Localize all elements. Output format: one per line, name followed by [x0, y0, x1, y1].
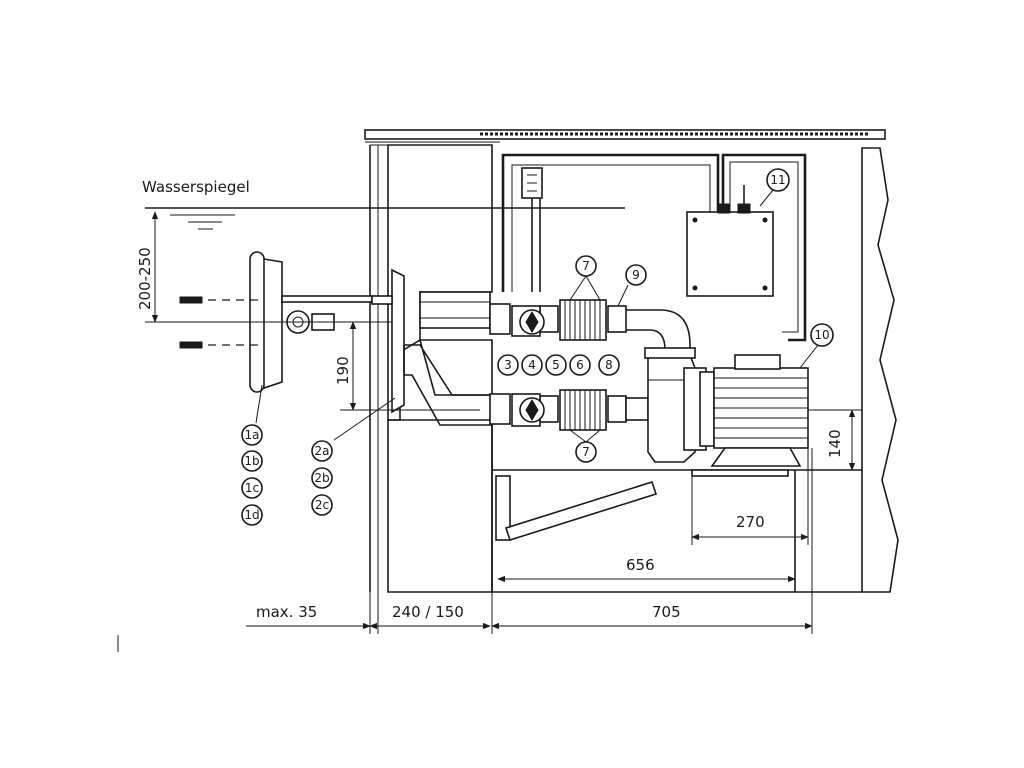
dim-190: 190	[334, 356, 352, 385]
callout-2c: 2c	[315, 498, 329, 512]
callout-1c: 1c	[245, 481, 259, 495]
upper-pipe	[419, 291, 691, 360]
dimension-lines	[117, 211, 862, 652]
callout-6: 6	[576, 358, 584, 372]
suction-pipe	[403, 344, 492, 426]
control-box	[686, 153, 807, 342]
callout-1d: 1d	[244, 508, 259, 522]
floor	[491, 420, 862, 593]
callout-8: 8	[605, 358, 613, 372]
lower-valve	[511, 393, 545, 427]
vent-pipe	[501, 153, 720, 292]
water-level: Wasserspiegel	[142, 178, 625, 230]
lower-pipe	[489, 393, 649, 425]
callout-2a: 2a	[315, 444, 330, 458]
dim-depth-range: 200-250	[136, 247, 154, 310]
dim-705: 705	[652, 603, 681, 621]
callout-9: 9	[632, 268, 640, 282]
dim-656: 656	[626, 556, 655, 574]
dim-max-wall: max. 35	[256, 603, 317, 621]
leader-lines	[255, 189, 819, 443]
callout-7-top: 7	[582, 259, 590, 273]
water-level-label: Wasserspiegel	[142, 178, 250, 196]
pipe-support	[495, 469, 796, 592]
wall-flange	[371, 268, 405, 414]
pool-wall	[369, 144, 493, 593]
dimension-labels: 200-250 190 140 270 656 max. 35 240 / 15…	[136, 247, 844, 621]
dim-wall-thickness: 240 / 150	[392, 603, 464, 621]
callout-2b: 2b	[314, 471, 329, 485]
callouts: 1a 1b 1c 1d 2a 2b 2c 3 4 5 6 8 7 7 9 10 …	[241, 168, 834, 526]
callout-7-bottom: 7	[582, 445, 590, 459]
dim-140: 140	[826, 429, 844, 458]
callout-1a: 1a	[245, 428, 260, 442]
callout-10: 10	[814, 328, 829, 342]
callout-11: 11	[770, 173, 785, 187]
upper-compensator	[559, 299, 607, 341]
right-wall	[861, 147, 899, 593]
electric-motor	[710, 354, 809, 467]
callout-4: 4	[528, 358, 536, 372]
dim-270: 270	[736, 513, 765, 531]
callout-5: 5	[552, 358, 560, 372]
upper-valve	[511, 305, 545, 337]
callout-3: 3	[504, 358, 512, 372]
lower-compensator	[559, 389, 607, 431]
callout-1b: 1b	[244, 454, 259, 468]
pump-housing	[644, 347, 715, 463]
top-cover	[364, 129, 886, 143]
